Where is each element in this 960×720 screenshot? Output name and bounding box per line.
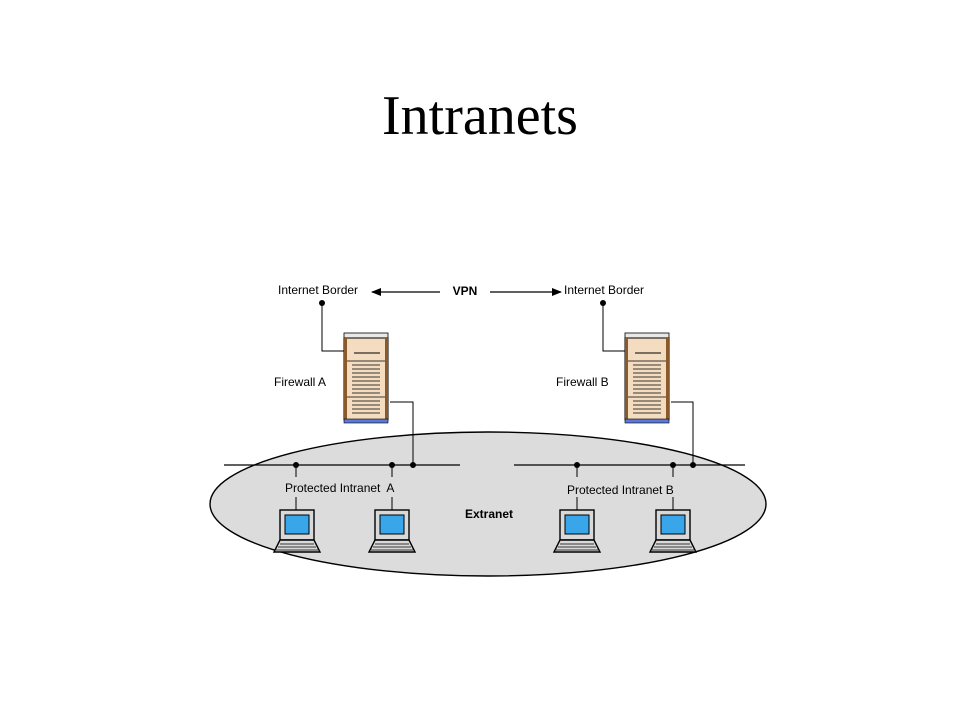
firewall-b-label: Firewall B bbox=[556, 375, 609, 389]
intranet-a-label: Protected Intranet A bbox=[285, 481, 394, 495]
laptop-a2-icon bbox=[368, 509, 416, 553]
firewall-a-label: Firewall A bbox=[274, 375, 326, 389]
laptop-b2-icon bbox=[649, 509, 697, 553]
intranet-b-label: Protected Intranet B bbox=[567, 483, 674, 497]
internet-border-right-label: Internet Border bbox=[564, 283, 644, 297]
laptop-a1-icon bbox=[273, 509, 321, 553]
page-title: Intranets bbox=[382, 85, 578, 147]
internet-border-left-label: Internet Border bbox=[278, 283, 358, 297]
extranet-oval bbox=[209, 431, 767, 577]
firewall-a-server-icon bbox=[343, 332, 389, 424]
vpn-label: VPN bbox=[453, 284, 478, 298]
laptop-b1-icon bbox=[553, 509, 601, 553]
firewall-b-server-icon bbox=[624, 332, 670, 424]
extranet-label: Extranet bbox=[465, 507, 513, 521]
